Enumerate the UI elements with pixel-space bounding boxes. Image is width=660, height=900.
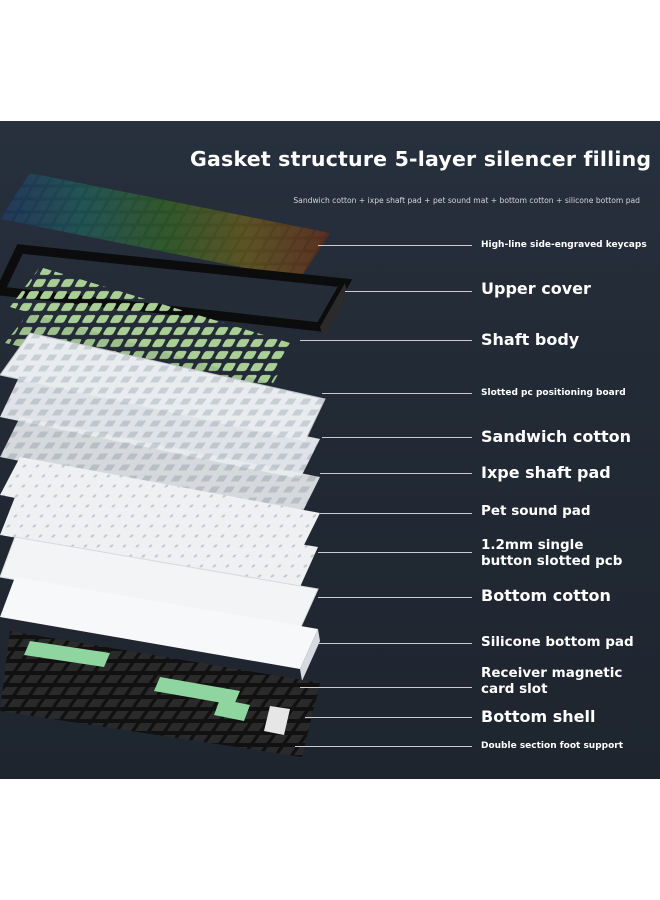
leader-ixpe [320, 473, 472, 474]
label-pcb-line1: 1.2mm single [481, 537, 584, 553]
leader-positioning-board [322, 393, 472, 394]
label-receiver-line2: card slot [481, 680, 548, 697]
leader-keycaps [318, 245, 472, 246]
label-bottom-cotton: Bottom cotton [481, 586, 611, 605]
label-sandwich-cotton: Sandwich cotton [481, 427, 632, 446]
upper-cover-layer [0, 244, 353, 339]
leader-receiver [300, 687, 472, 688]
label-receiver-line1: Receiver magnetic [481, 665, 623, 681]
label-positioning-board: Slotted pc positioning board [481, 388, 626, 398]
label-pet: Pet sound pad [481, 503, 591, 519]
bottom-shell-layer [0, 631, 320, 757]
leader-foot-support [295, 746, 472, 747]
leader-silicone [318, 643, 472, 644]
sandwich-cotton-layer [0, 375, 320, 479]
silicone-pad-layer [0, 577, 320, 681]
leader-upper-cover [345, 291, 472, 292]
label-shaft-body: Shaft body [481, 330, 580, 349]
pet-pad-layer [0, 457, 320, 553]
label-keycaps: High-line side-engraved keycaps [481, 240, 647, 250]
label-pcb-line2: button slotted pcb [481, 552, 623, 569]
label-upper-cover: Upper cover [481, 279, 591, 298]
pcb-layer [0, 497, 318, 587]
exploded-keyboard-illustration [0, 173, 353, 757]
infographic-subtitle: Sandwich cotton + ixpe shaft pad + pet s… [293, 196, 640, 205]
product-infographic: Gasket structure 5-layer silencer fillin… [0, 121, 660, 779]
label-bottom-shell: Bottom shell [481, 707, 596, 726]
leader-bottom-cotton [318, 597, 472, 598]
keycaps-layer [0, 173, 330, 279]
label-silicone: Silicone bottom pad [481, 634, 634, 650]
leader-pcb [318, 552, 472, 553]
infographic-title: Gasket structure 5-layer silencer fillin… [190, 147, 652, 171]
leader-bottom-shell [305, 717, 472, 718]
ixpe-layer [0, 417, 320, 517]
label-pcb: 1.2mm single button slotted pcb [481, 537, 623, 569]
label-receiver: Receiver magnetic card slot [481, 665, 623, 697]
leader-pet [320, 513, 472, 514]
leader-shaft-body [300, 340, 472, 341]
label-ixpe: Ixpe shaft pad [481, 463, 611, 482]
label-foot-support: Double section foot support [481, 741, 624, 751]
leader-sandwich-cotton [322, 437, 472, 438]
